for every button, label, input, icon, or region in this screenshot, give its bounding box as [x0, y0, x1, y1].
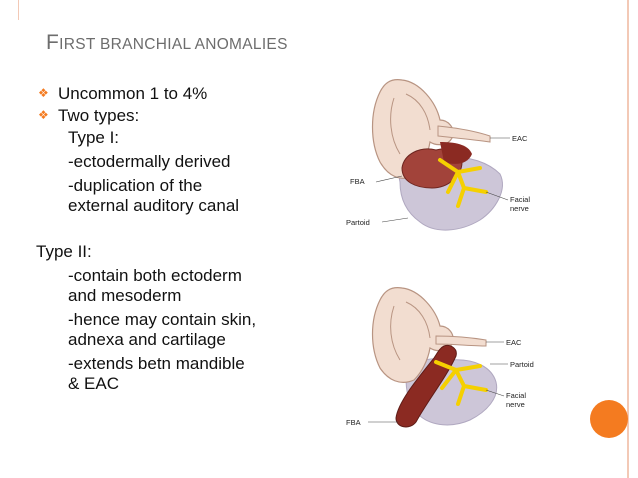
nerve-label: nerve	[510, 204, 529, 213]
type2-line: -hence may contain skin,	[68, 310, 257, 329]
facial-nerve-path	[438, 158, 488, 208]
decorative-orange-circle	[590, 400, 628, 438]
bullet-item: ❖ Uncommon 1 to 4%	[36, 84, 336, 104]
fba-leader-line	[375, 175, 403, 183]
type2-line-group: -contain both ectoderm and mesoderm	[68, 266, 336, 306]
type1-line: -duplication of the	[68, 176, 203, 195]
bullet-text: Two types:	[58, 106, 140, 125]
type1-heading: Type I:	[68, 128, 120, 147]
bullet-marker-icon: ❖	[38, 108, 49, 122]
type1-anatomy-figure: EAC FBA Facial nerve Partoid	[346, 79, 530, 231]
bullet-text: Uncommon 1 to 4%	[58, 84, 208, 103]
type1-line: -ectodermally derived	[68, 152, 231, 171]
type2-line: & EAC	[68, 374, 120, 393]
type2-block: -contain both ectoderm and mesoderm -hen…	[36, 266, 336, 394]
ear-fold-line	[405, 301, 431, 339]
bullet-marker-icon: ❖	[38, 86, 49, 100]
eac-canal-shape	[435, 335, 487, 347]
title-rest: IRST BRANCHIAL ANOMALIES	[59, 36, 288, 53]
type2-anatomy-figure: EAC Partoid Facial nerve FBA	[346, 287, 534, 428]
type2-heading: Type II:	[36, 242, 92, 261]
ear-fold-line	[405, 93, 431, 131]
fba-label: FBA	[346, 418, 361, 427]
partoid-leader-line	[381, 217, 409, 223]
spacer	[36, 220, 336, 242]
nerve-label: nerve	[506, 400, 525, 409]
eac-label: EAC	[506, 338, 522, 347]
partoid-label: Partoid	[346, 218, 370, 227]
facial-nerve-path	[434, 360, 488, 406]
facial-label: Facial	[510, 195, 530, 204]
bullet-item: ❖ Two types:	[36, 106, 336, 126]
facial-leader-line	[485, 389, 505, 397]
eac-canal-shape	[437, 125, 491, 143]
ear-fold-line	[390, 305, 401, 361]
facial-label: Facial	[506, 391, 526, 400]
type2-line: -contain both ectoderm	[68, 266, 242, 285]
fba-canal-shape	[440, 142, 472, 164]
partoid-label: Partoid	[510, 360, 534, 369]
type2-line: and mesoderm	[68, 286, 182, 305]
eac-label: EAC	[512, 134, 528, 143]
title-initial: F	[46, 31, 60, 54]
type2-line-group: -hence may contain skin, adnexa and cart…	[68, 310, 336, 350]
slide-body: ❖ Uncommon 1 to 4% ❖ Two types: Type I: …	[36, 84, 336, 394]
type1-line: external auditory canal	[68, 196, 240, 215]
fba-label: FBA	[350, 177, 365, 186]
decorative-rule-left	[18, 0, 19, 20]
type2-line: -extends betn mandible	[68, 354, 245, 373]
type1-line-group: -duplication of the external auditory ca…	[68, 176, 336, 216]
type2-line-group: -extends betn mandible & EAC	[68, 354, 336, 394]
slide-title: FIRST BRANCHIAL ANOMALIES	[46, 31, 288, 55]
facial-leader-line	[485, 191, 509, 201]
ear-fold-line	[390, 97, 401, 155]
decorative-rule-right	[627, 0, 629, 478]
type2-line: adnexa and cartilage	[68, 330, 226, 349]
type1-block: Type I: -ectodermally derived -duplicati…	[36, 128, 336, 216]
